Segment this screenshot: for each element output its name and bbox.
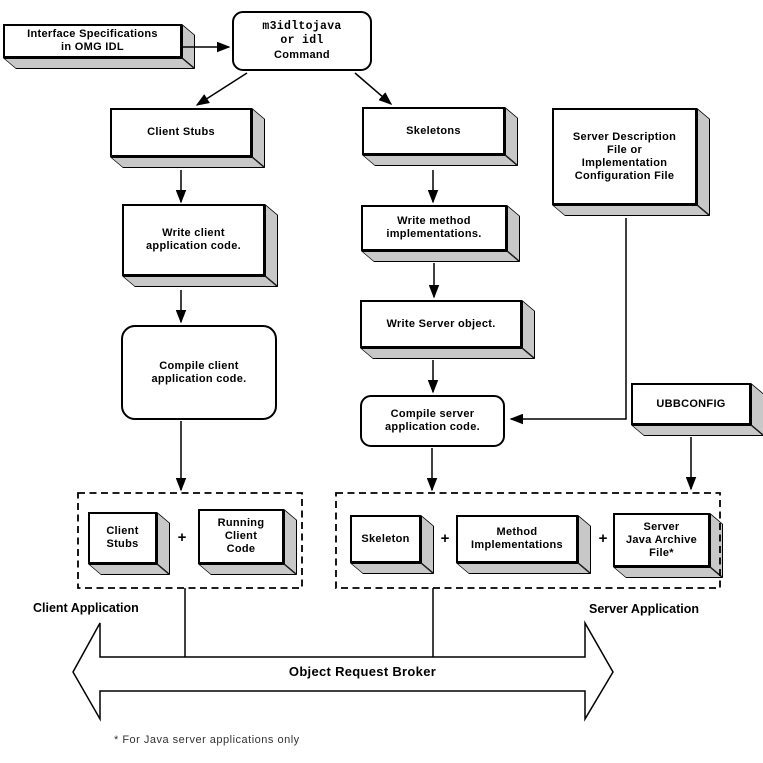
compile-server-code-box: Compile server application code. — [360, 395, 505, 447]
write-client-code-label: Write client application code. — [146, 227, 241, 252]
server-java-archive-label: Server Java Archive File* — [625, 520, 698, 559]
skeletons-label: Skeletons — [406, 124, 461, 137]
method-implementations-box: Method Implementations — [456, 515, 578, 563]
compile-server-code-label: Compile server application code. — [385, 408, 480, 433]
server-description-label: Server Description File or Implementatio… — [572, 130, 677, 182]
running-client-code-box: Running Client Code — [198, 509, 284, 564]
skeleton-output-label: Skeleton — [361, 532, 410, 545]
write-method-impl-label: Write method implementations. — [386, 215, 482, 240]
plus-operator-client: + — [177, 529, 187, 546]
object-request-broker-caption: Object Request Broker — [288, 664, 437, 679]
skeletons-box: Skeletons — [362, 107, 505, 155]
arrow-command-to-client-stubs — [195, 72, 248, 106]
skeleton-output-box: Skeleton — [350, 515, 421, 563]
compile-client-code-box: Compile client application code. — [121, 325, 277, 420]
server-application-caption: Server Application — [589, 602, 699, 616]
ubbconfig-box: UBBCONFIG — [631, 383, 751, 425]
ubbconfig-label: UBBCONFIG — [656, 397, 726, 410]
plus-operator-server-1: + — [440, 530, 450, 547]
interface-spec-label: Interface Specifications in OMG IDL — [27, 28, 158, 53]
command-alt-text: or idl — [280, 34, 324, 47]
command-name-text: m3idltojava — [262, 20, 342, 33]
client-stubs-label: Client Stubs — [147, 126, 215, 138]
write-client-code-box: Write client application code. — [122, 204, 265, 276]
client-stubs-output-box: Client Stubs — [88, 512, 157, 564]
idl-command-box: m3idltojava or idl Command — [232, 11, 372, 71]
write-server-object-label: Write Server object. — [386, 317, 496, 330]
footnote-text: * For Java server applications only — [114, 734, 300, 746]
arrow-command-to-skeletons — [354, 72, 393, 105]
compile-client-code-label: Compile client application code. — [151, 359, 247, 385]
client-stubs-output-label: Client Stubs — [106, 525, 139, 550]
server-java-archive-box: Server Java Archive File* — [613, 513, 710, 567]
plus-operator-server-2: + — [598, 530, 608, 547]
command-word-text: Command — [274, 49, 330, 61]
write-server-object-box: Write Server object. — [360, 300, 522, 348]
interface-spec-box: Interface Specifications in OMG IDL — [3, 24, 182, 58]
method-implementations-label: Method Implementations — [471, 526, 563, 551]
running-client-code-label: Running Client Code — [217, 517, 265, 555]
client-application-caption: Client Application — [33, 601, 139, 615]
server-description-box: Server Description File or Implementatio… — [552, 108, 697, 205]
client-stubs-box: Client Stubs — [110, 108, 252, 157]
write-method-impl-box: Write method implementations. — [361, 205, 507, 251]
